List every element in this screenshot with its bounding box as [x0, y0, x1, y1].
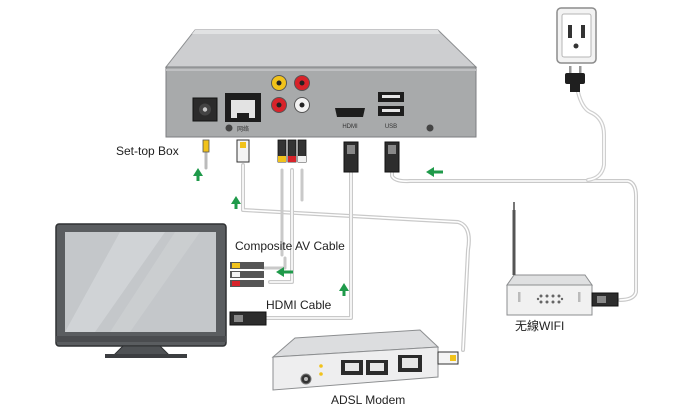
arrow-left-icon	[426, 167, 443, 177]
arrow-left-icon	[276, 267, 293, 277]
flow-arrows	[193, 167, 443, 296]
cables	[204, 90, 638, 352]
usb-port-label: USB	[385, 124, 397, 130]
arrow-up-icon	[193, 168, 203, 181]
arrow-up-icon	[339, 283, 349, 296]
composite-av-cable-label: Composite AV Cable	[235, 239, 345, 253]
wall-outlet-icon	[556, 7, 597, 64]
hdmi-port	[335, 108, 365, 117]
hdmi-cable-label: HDMI Cable	[266, 298, 332, 312]
tv-icon	[55, 223, 267, 358]
adsl-modem-label: ADSL Modem	[331, 393, 405, 407]
power-plug-icon	[565, 66, 585, 92]
arrow-up-icon	[231, 196, 241, 209]
set-top-box-label: Set-top Box	[116, 144, 179, 158]
lan-cable	[241, 163, 471, 352]
set-top-box-icon: 网络 HDMI USB	[164, 29, 478, 138]
adsl-modem-icon	[271, 329, 459, 391]
lan-port-label: 网络	[237, 125, 249, 133]
power-cord	[576, 90, 606, 182]
connector-plugs	[202, 139, 400, 173]
av-jacks	[271, 75, 310, 113]
wifi-router-icon	[506, 202, 619, 316]
hdmi-port-label: HDMI	[342, 124, 358, 130]
wifi-label: 无線WIFI	[515, 318, 564, 333]
